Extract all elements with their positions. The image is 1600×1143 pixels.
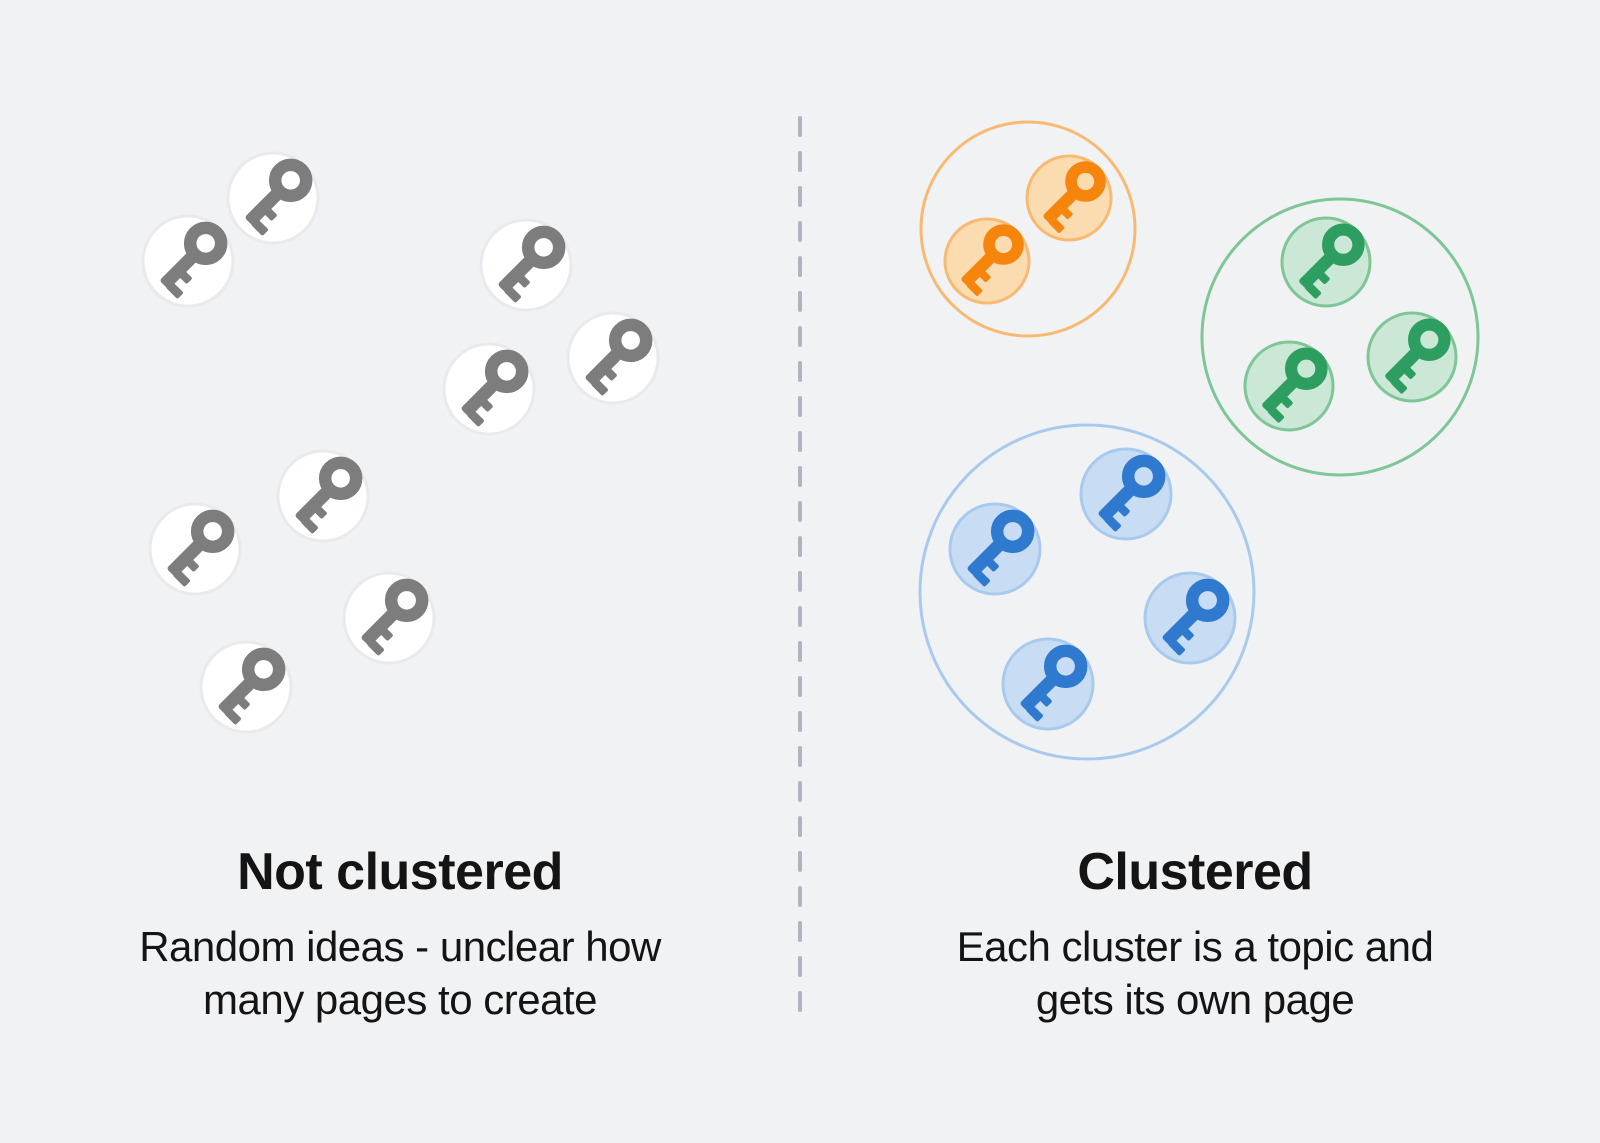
left-panel-subtitle: Random ideas - unclear how many pages to…	[0, 920, 800, 1026]
clustered-keyword-node	[1079, 447, 1171, 541]
unclustered-keyword-node	[199, 640, 291, 734]
right-subtitle-line-2: gets its own page	[1035, 976, 1355, 1023]
right-subtitle-line-1: Each cluster is a topic and	[956, 923, 1434, 970]
left-panel-title: Not clustered	[237, 843, 563, 901]
clustered-keyword-node	[1001, 637, 1093, 731]
clustered-keyword-node	[948, 502, 1040, 596]
unclustered-keyword-node	[141, 214, 233, 308]
unclustered-keyword-node	[148, 502, 240, 596]
clustered-keyword-node	[1025, 154, 1111, 242]
clustered-keyword-node	[1243, 340, 1333, 432]
unclustered-keyword-node	[342, 571, 434, 665]
right-panel-subtitle: Each cluster is a topic and gets its own…	[795, 920, 1595, 1026]
clusters-group	[918, 120, 1480, 761]
clustered-keyword-node	[943, 217, 1029, 305]
green-topic-cluster	[1200, 197, 1480, 477]
unclustered-keyword-node	[442, 342, 534, 436]
cluster-outline-circle	[918, 423, 1256, 761]
orange-topic-cluster	[919, 120, 1137, 338]
cluster-outline-circle	[919, 120, 1137, 338]
clustered-keyword-node	[1366, 311, 1456, 403]
unclustered-keyword-node	[479, 218, 571, 312]
unclustered-keyword-node	[566, 311, 658, 405]
left-subtitle-line-2: many pages to create	[203, 976, 597, 1023]
clustered-keyword-node	[1280, 216, 1370, 308]
left-subtitle-line-1: Random ideas - unclear how	[139, 923, 661, 970]
unclustered-keys-group	[141, 151, 658, 734]
cluster-outline-circle	[1200, 197, 1480, 477]
unclustered-keyword-node	[276, 449, 368, 543]
blue-topic-cluster	[918, 423, 1256, 761]
clustered-keyword-node	[1143, 571, 1235, 665]
right-panel-title: Clustered	[1077, 843, 1313, 901]
unclustered-keyword-node	[226, 151, 318, 245]
